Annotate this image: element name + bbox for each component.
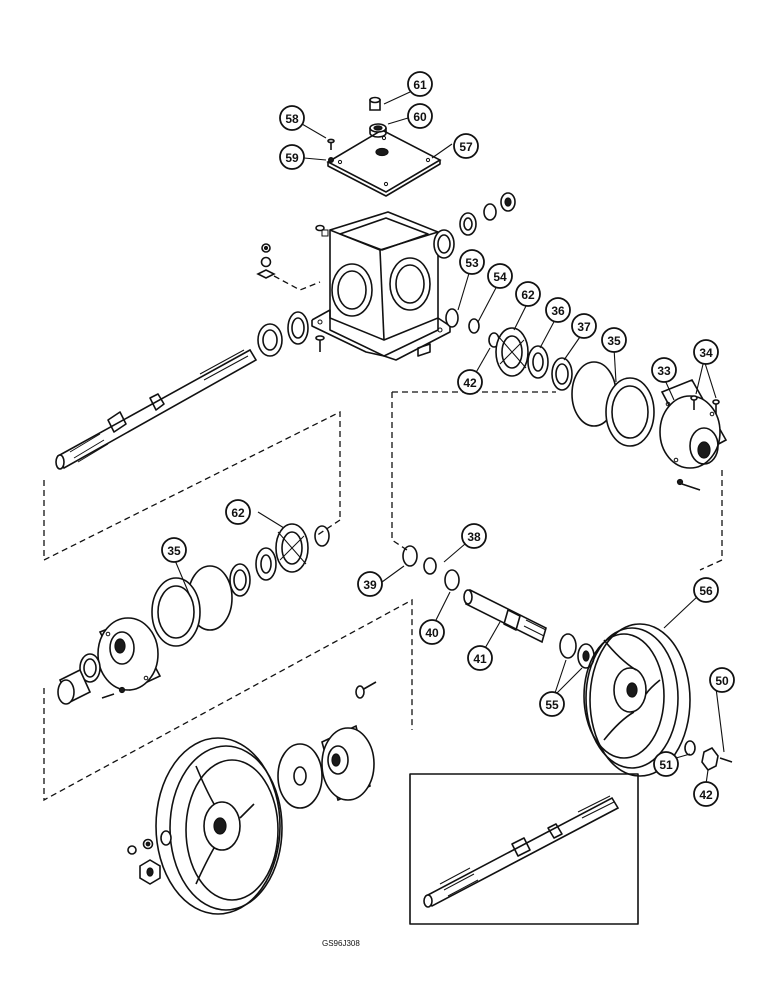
svg-text:58: 58 bbox=[285, 112, 299, 126]
callout-57: 57 bbox=[453, 133, 479, 159]
cover-plate bbox=[326, 129, 442, 197]
svg-text:50: 50 bbox=[715, 674, 729, 688]
svg-text:51: 51 bbox=[659, 758, 673, 772]
svg-text:53: 53 bbox=[465, 256, 479, 270]
callout-60: 60 bbox=[407, 103, 433, 129]
callout-54: 54 bbox=[487, 263, 513, 289]
housing-hardware bbox=[256, 224, 325, 352]
callout-42-upper: 42 bbox=[457, 369, 483, 395]
small-screw-and-washer bbox=[327, 138, 335, 164]
main-input-shaft bbox=[55, 348, 258, 470]
svg-text:34: 34 bbox=[699, 346, 713, 360]
svg-text:42: 42 bbox=[699, 788, 713, 802]
svg-text:62: 62 bbox=[231, 506, 245, 520]
svg-text:38: 38 bbox=[467, 530, 481, 544]
svg-text:40: 40 bbox=[425, 626, 439, 640]
svg-text:60: 60 bbox=[413, 110, 427, 124]
svg-text:59: 59 bbox=[285, 151, 299, 165]
svg-text:35: 35 bbox=[167, 544, 181, 558]
callout-53: 53 bbox=[459, 249, 485, 275]
callout-37: 37 bbox=[571, 313, 597, 339]
callout-35-lower: 35 bbox=[161, 537, 187, 563]
callout-51: 51 bbox=[653, 751, 679, 777]
lower-left-gear-train bbox=[57, 523, 330, 705]
svg-text:39: 39 bbox=[363, 578, 377, 592]
leader-lines bbox=[173, 91, 725, 785]
callout-42-lower: 42 bbox=[693, 781, 719, 807]
output-shaft-group bbox=[402, 545, 595, 669]
callout-61: 61 bbox=[407, 71, 433, 97]
svg-text:41: 41 bbox=[473, 652, 487, 666]
callout-41: 41 bbox=[467, 645, 493, 671]
callout-36: 36 bbox=[545, 297, 571, 323]
svg-text:35: 35 bbox=[607, 334, 621, 348]
svg-text:37: 37 bbox=[577, 320, 591, 334]
callout-33: 33 bbox=[651, 357, 677, 383]
callout-40: 40 bbox=[419, 619, 445, 645]
figure-code: GS96J308 bbox=[322, 939, 360, 948]
callout-58: 58 bbox=[279, 105, 305, 131]
callout-34: 34 bbox=[693, 339, 719, 365]
svg-text:36: 36 bbox=[551, 304, 565, 318]
right-gear-train bbox=[445, 308, 728, 491]
callout-35-upper: 35 bbox=[601, 327, 627, 353]
svg-text:57: 57 bbox=[459, 140, 473, 154]
callout-59: 59 bbox=[279, 144, 305, 170]
left-pulley bbox=[127, 681, 377, 915]
svg-text:54: 54 bbox=[493, 270, 507, 284]
callout-56: 56 bbox=[693, 577, 719, 603]
callout-62-lower: 62 bbox=[225, 499, 251, 525]
right-pulley bbox=[583, 623, 733, 777]
inset-shaft-detail bbox=[409, 773, 639, 925]
svg-text:61: 61 bbox=[413, 78, 427, 92]
svg-text:42: 42 bbox=[463, 376, 477, 390]
upper-bearing-stack bbox=[433, 192, 516, 259]
callout-38: 38 bbox=[461, 523, 487, 549]
shaft-bearing-cone bbox=[257, 311, 309, 357]
callout-39: 39 bbox=[357, 571, 383, 597]
callout-62-upper: 62 bbox=[515, 281, 541, 307]
svg-text:56: 56 bbox=[699, 584, 713, 598]
svg-text:55: 55 bbox=[545, 698, 559, 712]
svg-text:33: 33 bbox=[657, 364, 671, 378]
svg-text:62: 62 bbox=[521, 288, 535, 302]
callout-55: 55 bbox=[539, 691, 565, 717]
callout-balloons: 61 60 58 59 57 53 54 62 bbox=[161, 71, 735, 807]
plug-and-bolt bbox=[369, 96, 387, 138]
gearbox-housing bbox=[311, 211, 451, 361]
callout-50: 50 bbox=[709, 667, 735, 693]
